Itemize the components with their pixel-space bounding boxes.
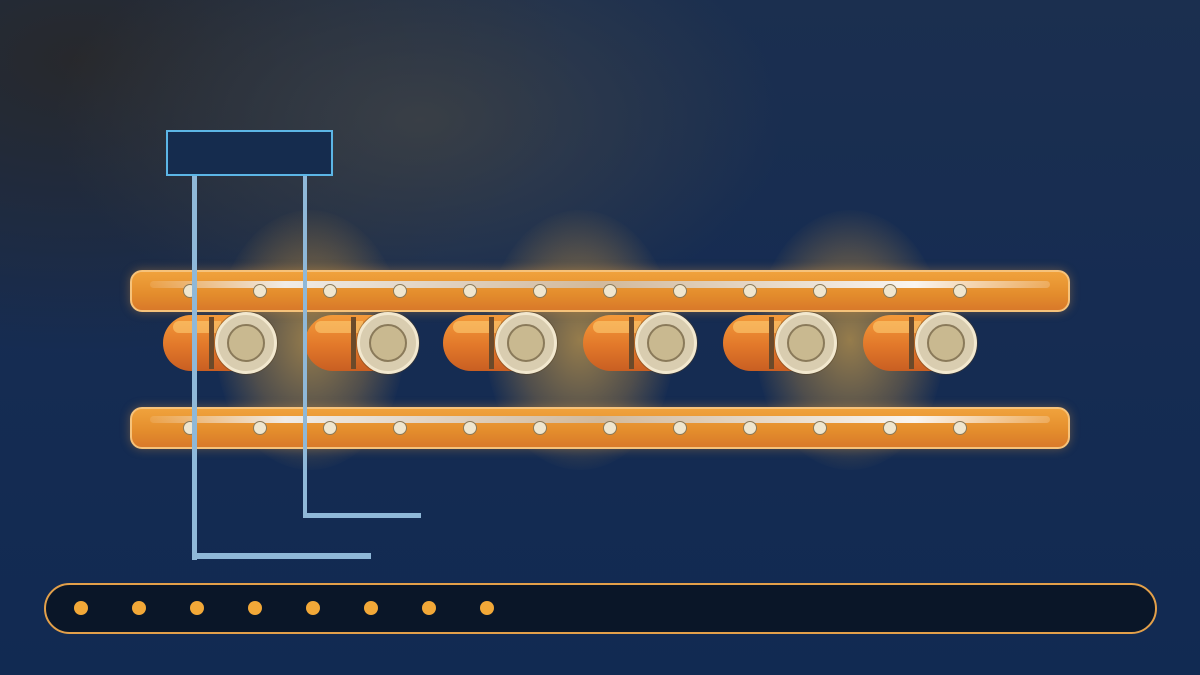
track-dot[interactable] bbox=[190, 601, 204, 615]
rivet bbox=[813, 284, 827, 298]
rivet bbox=[393, 421, 407, 435]
leader-line bbox=[303, 513, 421, 518]
indicator-track bbox=[44, 583, 1157, 634]
lamp bbox=[305, 312, 420, 374]
track-dot[interactable] bbox=[422, 601, 436, 615]
rivet bbox=[813, 421, 827, 435]
lamp bbox=[723, 312, 838, 374]
rivet bbox=[323, 284, 337, 298]
rivet bbox=[463, 421, 477, 435]
top-rail bbox=[130, 270, 1070, 312]
rivet bbox=[533, 284, 547, 298]
rivet bbox=[883, 284, 897, 298]
lamp bbox=[583, 312, 698, 374]
leader-line bbox=[303, 176, 307, 518]
rivet bbox=[743, 421, 757, 435]
track-dot[interactable] bbox=[74, 601, 88, 615]
rivet bbox=[603, 284, 617, 298]
rivet bbox=[533, 421, 547, 435]
track-dot[interactable] bbox=[248, 601, 262, 615]
rivet bbox=[253, 421, 267, 435]
rivet bbox=[323, 421, 337, 435]
lamp bbox=[163, 312, 278, 374]
leader-line bbox=[192, 176, 197, 560]
track-dot[interactable] bbox=[480, 601, 494, 615]
rivet bbox=[953, 284, 967, 298]
rivet bbox=[673, 284, 687, 298]
track-dot[interactable] bbox=[364, 601, 378, 615]
rivet bbox=[603, 421, 617, 435]
callout-box bbox=[166, 130, 333, 176]
lamp bbox=[443, 312, 558, 374]
rivet bbox=[463, 284, 477, 298]
leader-line bbox=[192, 553, 371, 559]
rivet bbox=[253, 284, 267, 298]
rivet bbox=[883, 421, 897, 435]
lamp bbox=[863, 312, 978, 374]
rivet bbox=[673, 421, 687, 435]
track-dot[interactable] bbox=[132, 601, 146, 615]
bottom-rail bbox=[130, 407, 1070, 449]
rivet bbox=[953, 421, 967, 435]
track-dot[interactable] bbox=[306, 601, 320, 615]
rail-shine bbox=[150, 416, 1050, 423]
rivet bbox=[393, 284, 407, 298]
rivet bbox=[743, 284, 757, 298]
rail-shine bbox=[150, 281, 1050, 288]
